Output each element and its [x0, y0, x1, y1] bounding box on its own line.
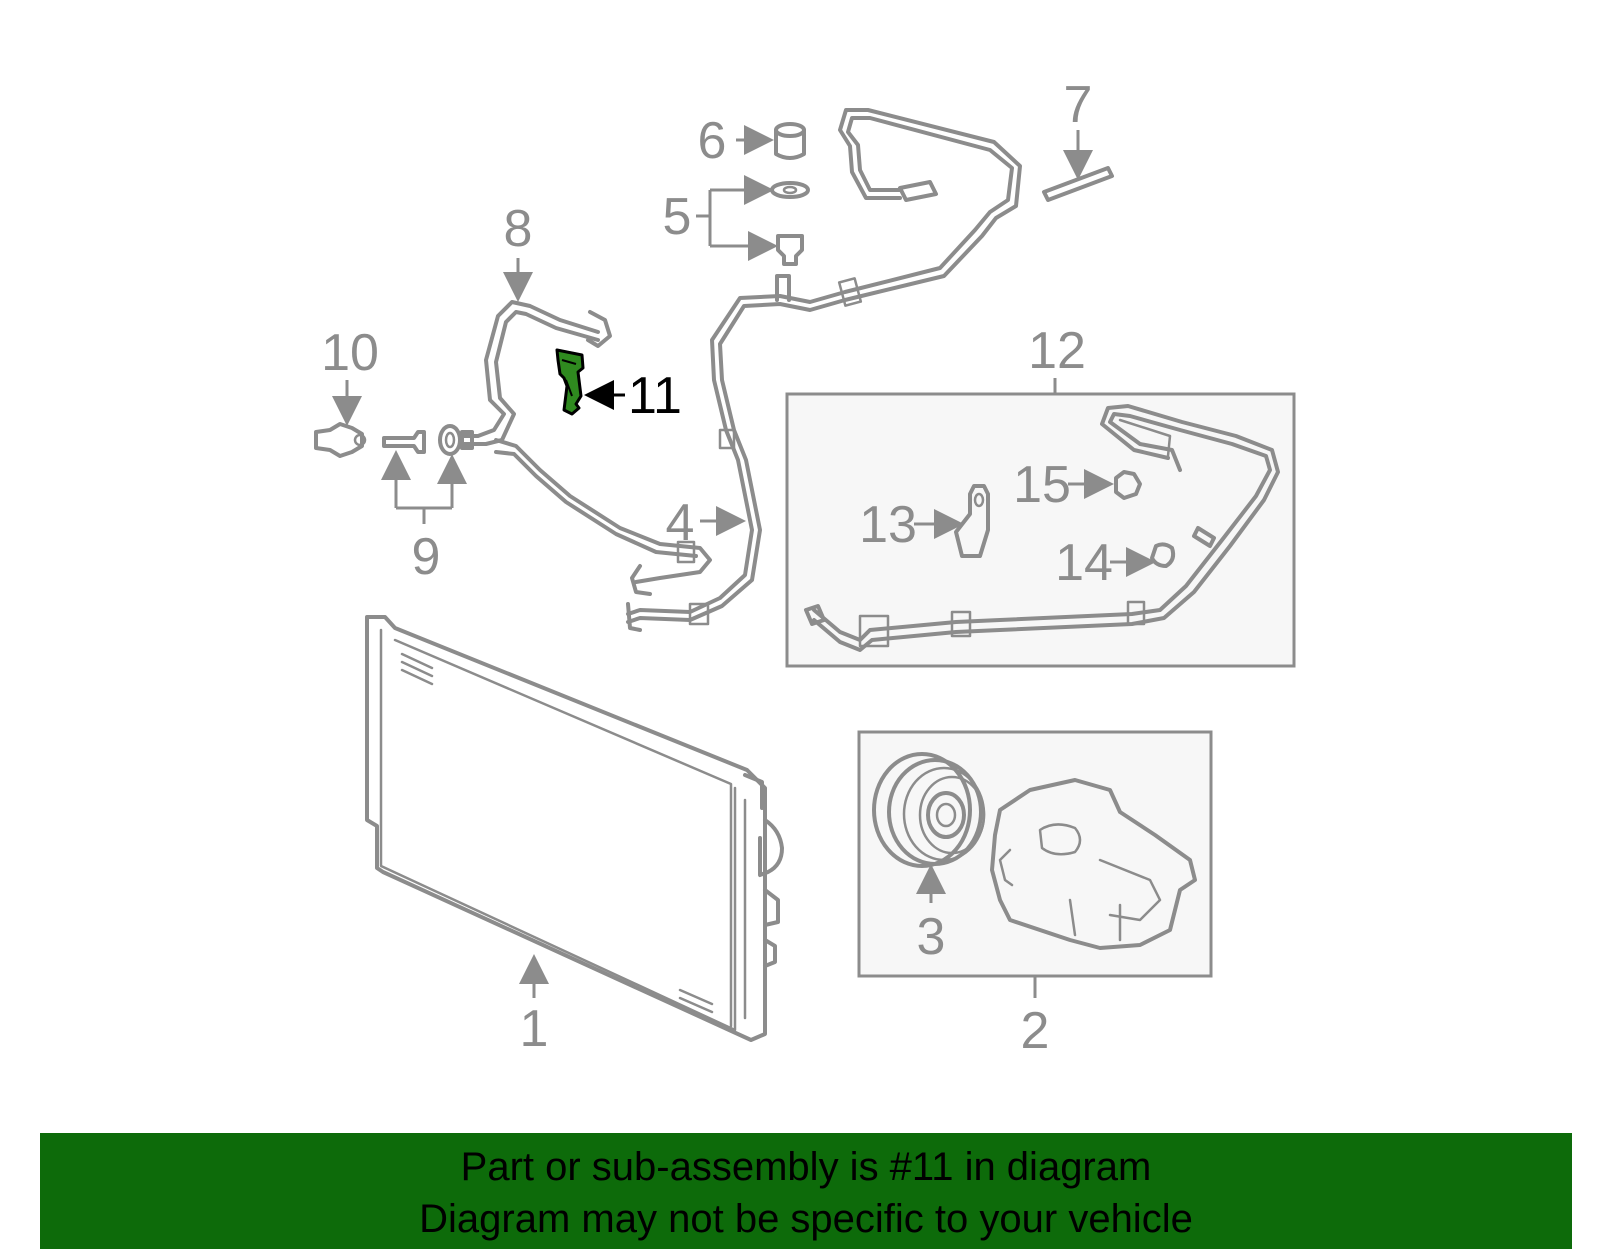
hose-kit-line — [804, 404, 1280, 652]
callout-1: 1 — [520, 1000, 549, 1058]
callout-15: 15 — [1013, 456, 1071, 514]
callout-8-group: 8 — [503, 200, 533, 302]
info-banner: Part or sub-assembly is #11 in diagram D… — [40, 1133, 1572, 1249]
callout-2-group: 2 — [1021, 977, 1050, 1060]
compressor-body-part-2 — [990, 778, 1197, 950]
callout-9: 9 — [412, 528, 441, 586]
hose-part-4 — [626, 108, 1022, 632]
callout-13: 13 — [859, 496, 917, 554]
callout-8: 8 — [504, 200, 533, 258]
valve-seal-part-5: 5 — [663, 175, 810, 266]
clip-part-13: 13 — [859, 484, 990, 558]
condenser-part-1 — [365, 615, 784, 1042]
callout-5: 5 — [663, 188, 692, 246]
compressor-box — [857, 730, 1213, 978]
banner-line-1: Part or sub-assembly is #11 in diagram — [460, 1145, 1152, 1189]
cap-part-6: 6 — [698, 112, 806, 170]
callout-11: 11 — [628, 367, 682, 425]
cap-part-15: 15 — [1013, 456, 1142, 514]
callout-6: 6 — [698, 112, 727, 170]
callout-14: 14 — [1055, 534, 1113, 592]
callout-10: 10 — [321, 324, 379, 382]
clip-part-7: 7 — [1042, 76, 1114, 202]
callout-12: 12 — [1028, 322, 1086, 380]
hose-part-8 — [460, 300, 712, 596]
callout-3: 3 — [917, 908, 946, 966]
callout-1-group: 1 — [519, 954, 549, 1058]
callout-4-group: 4 — [666, 494, 746, 552]
hose-kit-box-part-12: 12 13 14 15 — [785, 322, 1296, 668]
callout-7: 7 — [1064, 76, 1093, 134]
fitting-part-9: 9 — [381, 424, 467, 586]
cap-part-14: 14 — [1055, 534, 1176, 592]
bracket-part-11-highlighted: 11 — [555, 348, 682, 425]
callout-3-group: 3 — [916, 864, 946, 966]
banner-line-2: Diagram may not be specific to your vehi… — [419, 1197, 1193, 1241]
sensor-part-10: 10 — [314, 324, 379, 458]
parts-diagram: 1 2 3 — [314, 76, 1296, 1060]
callout-2: 2 — [1021, 1002, 1050, 1060]
